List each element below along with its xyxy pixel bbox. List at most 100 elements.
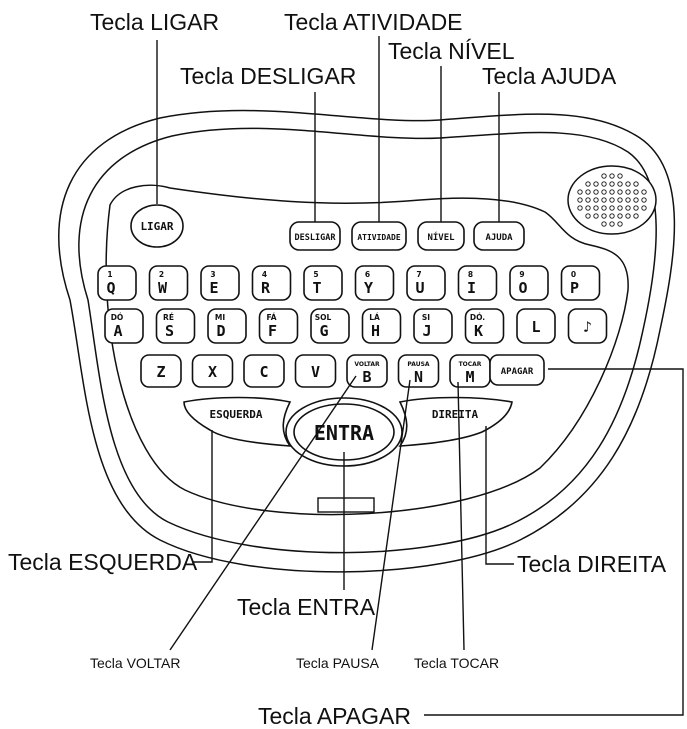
key-sublabel: 3 xyxy=(210,270,215,279)
speaker-hole xyxy=(593,205,599,211)
esquerda-key[interactable]: ESQUERDA xyxy=(183,396,292,447)
key-sublabel: SI xyxy=(422,313,430,322)
key-q[interactable]: 1Q xyxy=(97,265,137,301)
key-sublabel: 8 xyxy=(468,270,473,279)
key-label: J xyxy=(422,322,431,340)
key-label: F xyxy=(268,322,277,340)
key-label: R xyxy=(261,279,271,297)
key-label: P xyxy=(570,279,579,297)
key-label: Z xyxy=(156,363,165,381)
desligar-key-label: DESLIGAR xyxy=(295,233,337,243)
key-s[interactable]: RÉS xyxy=(155,308,196,344)
speaker-hole xyxy=(577,197,583,203)
key-sublabel: 2 xyxy=(159,270,164,279)
callout-desligar: Tecla DESLIGAR xyxy=(180,63,356,89)
callout-esquerda: Tecla ESQUERDA xyxy=(8,549,198,575)
atividade-key-label: ATIVIDADE xyxy=(357,233,401,242)
speaker-hole xyxy=(641,189,647,195)
key-v[interactable]: V xyxy=(294,354,337,388)
direita-key-label: DIREITA xyxy=(432,408,479,421)
leader-direita xyxy=(485,426,514,565)
callout-apagar: Tecla APAGAR xyxy=(258,703,411,729)
key-label: Q xyxy=(106,279,115,297)
speaker-hole xyxy=(577,205,583,211)
key-label: S xyxy=(165,322,174,340)
ajuda-key[interactable]: AJUDA xyxy=(473,221,525,251)
speaker-hole xyxy=(609,181,615,187)
key-w[interactable]: 2W xyxy=(148,265,189,301)
speaker-hole xyxy=(609,213,615,219)
nivel-key-label: NÍVEL xyxy=(427,231,455,243)
key-label: N xyxy=(414,368,423,386)
key-u[interactable]: 7U xyxy=(406,265,446,301)
key-e[interactable]: 3E xyxy=(200,265,240,301)
direita-key[interactable]: DIREITA xyxy=(398,396,513,447)
speaker-hole xyxy=(601,205,607,211)
desligar-key[interactable]: DESLIGAR xyxy=(289,221,341,251)
key-d[interactable]: MID xyxy=(207,308,247,344)
key-sublabel: 6 xyxy=(365,270,370,279)
callout-ajuda: Tecla AJUDA xyxy=(482,63,617,89)
key-sublabel: 4 xyxy=(262,270,267,279)
speaker-holes xyxy=(577,173,647,227)
key-label: C xyxy=(259,363,268,381)
key-f[interactable]: FÁF xyxy=(258,308,299,344)
key-z[interactable]: Z xyxy=(140,354,182,388)
key-c[interactable]: C xyxy=(243,354,285,388)
key-label: Y xyxy=(364,279,373,297)
key-x[interactable]: X xyxy=(191,354,234,388)
key-label: M xyxy=(465,368,474,386)
speaker-hole xyxy=(617,189,623,195)
key-h[interactable]: LÁH xyxy=(361,308,402,344)
key-label: X xyxy=(208,363,217,381)
speaker-hole xyxy=(633,181,639,187)
speaker-hole xyxy=(625,181,631,187)
speaker-hole xyxy=(601,189,607,195)
callout-nivel: Tecla NÍVEL xyxy=(388,38,515,64)
speaker-hole xyxy=(601,197,607,203)
speaker-hole xyxy=(601,181,607,187)
speaker-hole xyxy=(577,189,583,195)
speaker-hole xyxy=(617,181,623,187)
key-p[interactable]: 0P xyxy=(560,265,601,301)
leader-pausa xyxy=(371,379,411,651)
speaker-hole xyxy=(617,197,623,203)
key-o[interactable]: 9O xyxy=(509,265,549,301)
entra-key-label: ENTRA xyxy=(314,421,374,445)
callout-ligar: Tecla LIGAR xyxy=(90,9,219,35)
atividade-key[interactable]: ATIVIDADE xyxy=(351,221,407,251)
key-label: D xyxy=(216,322,225,340)
key-a[interactable]: DÓA xyxy=(104,308,144,344)
key-label: L xyxy=(531,318,540,336)
key-r[interactable]: 4R xyxy=(251,265,292,301)
speaker-hole xyxy=(617,213,623,219)
leader-esquerda xyxy=(192,430,213,563)
key-sublabel: VOLTAR xyxy=(354,361,380,368)
key-label: T xyxy=(312,279,321,297)
key-i[interactable]: 8I xyxy=(457,265,498,301)
key-sublabel: FÁ xyxy=(266,313,276,322)
key-k[interactable]: DÓ.K xyxy=(464,308,505,344)
speaker-hole xyxy=(609,221,615,227)
speaker-hole xyxy=(585,181,591,187)
leader-apagar xyxy=(424,368,684,716)
device-outer-outline xyxy=(58,109,676,573)
key-sublabel: DÓ. xyxy=(470,313,485,322)
apagar-key[interactable]: APAGAR xyxy=(489,354,545,386)
key-y[interactable]: 6Y xyxy=(354,265,395,301)
nivel-key[interactable]: NÍVEL xyxy=(417,221,465,251)
key-t[interactable]: 5T xyxy=(303,265,343,301)
cartridge-slot xyxy=(317,497,375,513)
key-sublabel: MI xyxy=(215,313,225,322)
key-j[interactable]: SIJ xyxy=(413,308,453,344)
speaker-hole xyxy=(593,181,599,187)
ligar-key[interactable]: LIGAR xyxy=(130,204,184,248)
key-music-note[interactable]: ♪ xyxy=(567,308,608,344)
speaker-hole xyxy=(593,189,599,195)
key-label: I xyxy=(467,279,476,297)
key-l[interactable]: L xyxy=(516,308,556,344)
